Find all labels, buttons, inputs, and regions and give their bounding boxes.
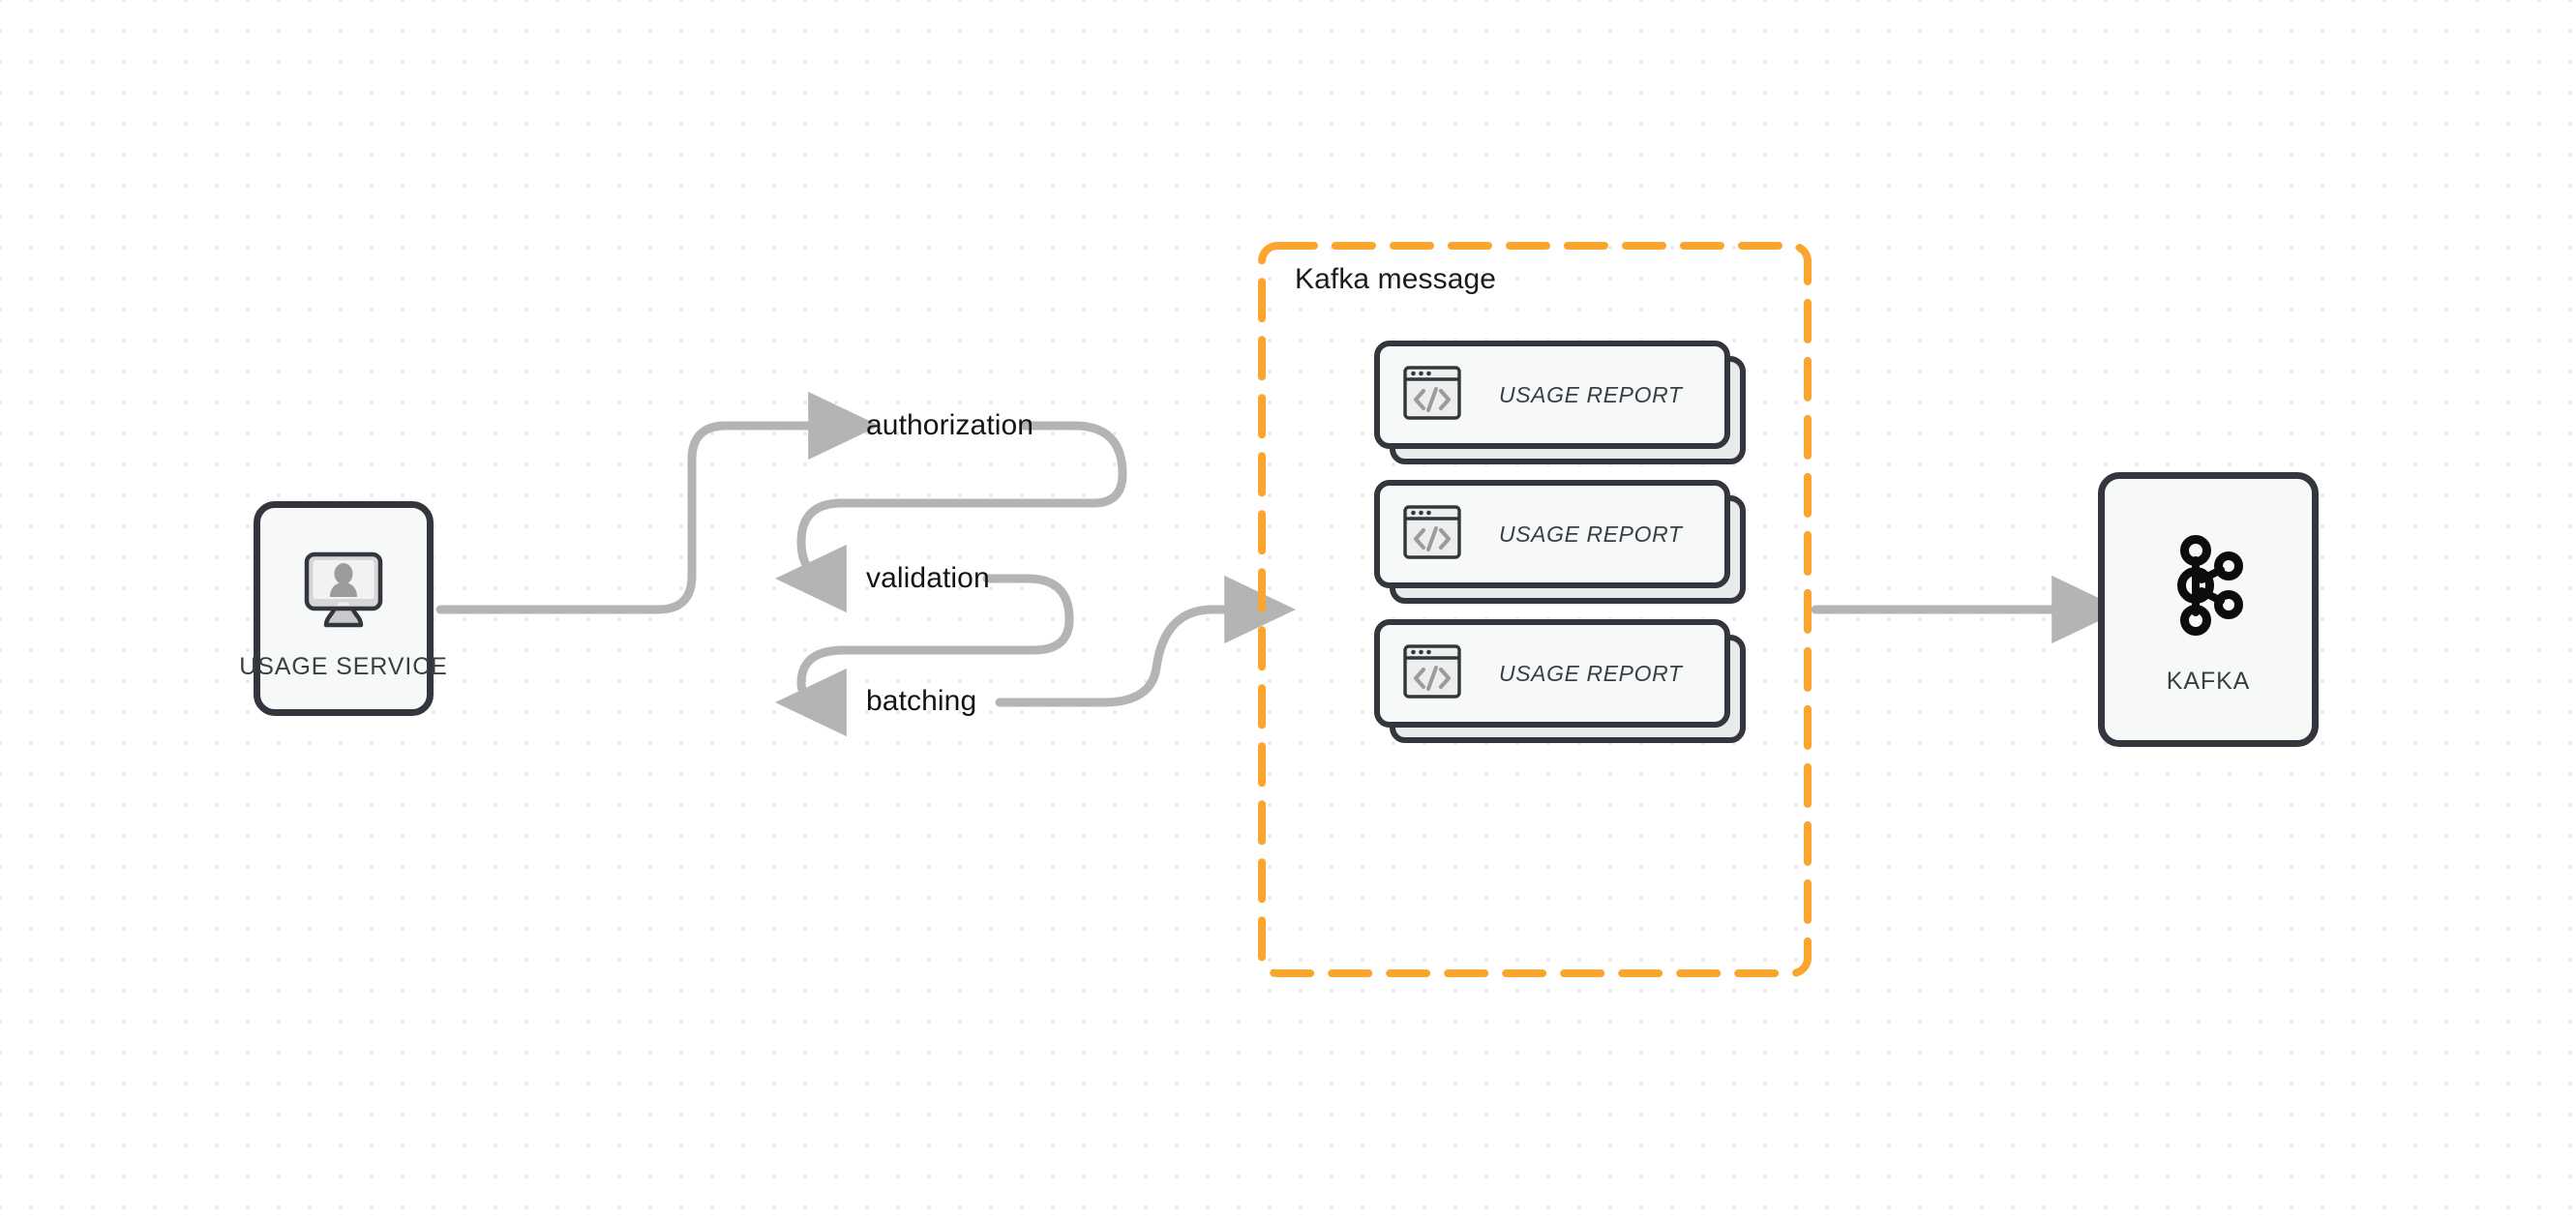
node-usage-service-label: USAGE SERVICE (239, 653, 448, 680)
monitor-user-icon (299, 550, 388, 636)
node-kafka-label: KAFKA (2166, 668, 2251, 695)
usage-report-card-stack[interactable]: USAGE REPORT (1374, 619, 1746, 743)
usage-report-card-stack[interactable]: USAGE REPORT (1374, 480, 1746, 604)
usage-report-card-label: USAGE REPORT (1499, 521, 1683, 547)
usage-report-card-label: USAGE REPORT (1499, 660, 1683, 686)
usage-report-card-stack[interactable]: USAGE REPORT (1374, 341, 1746, 464)
pipeline-step-batching[interactable]: batching (866, 685, 977, 717)
usage-report-card-front[interactable]: USAGE REPORT (1374, 619, 1730, 728)
connector-usage-service-to-authorization (435, 391, 880, 614)
usage-report-card-label: USAGE REPORT (1499, 381, 1683, 407)
group-dashed-border (1258, 242, 1812, 977)
group-kafka-message-title: Kafka message (1295, 263, 1497, 295)
usage-report-card-front[interactable]: USAGE REPORT (1374, 341, 1730, 449)
group-kafka-message[interactable]: Kafka message USAGE REP (1258, 242, 1812, 977)
pipeline-step-validation[interactable]: validation (866, 562, 990, 594)
node-kafka[interactable]: KAFKA (2098, 472, 2319, 747)
connector-validation-to-batching (775, 574, 1074, 737)
connector-batching-to-kafka-message (995, 575, 1296, 707)
connector-authorization-to-validation (775, 421, 1127, 613)
kafka-logo-icon (2167, 533, 2250, 642)
usage-report-card-front[interactable]: USAGE REPORT (1374, 480, 1730, 588)
code-window-icon (1402, 502, 1462, 567)
code-window-icon (1402, 363, 1462, 428)
code-window-icon (1402, 641, 1462, 706)
pipeline-step-authorization[interactable]: authorization (866, 409, 1034, 441)
node-usage-service[interactable]: USAGE SERVICE (239, 501, 447, 716)
